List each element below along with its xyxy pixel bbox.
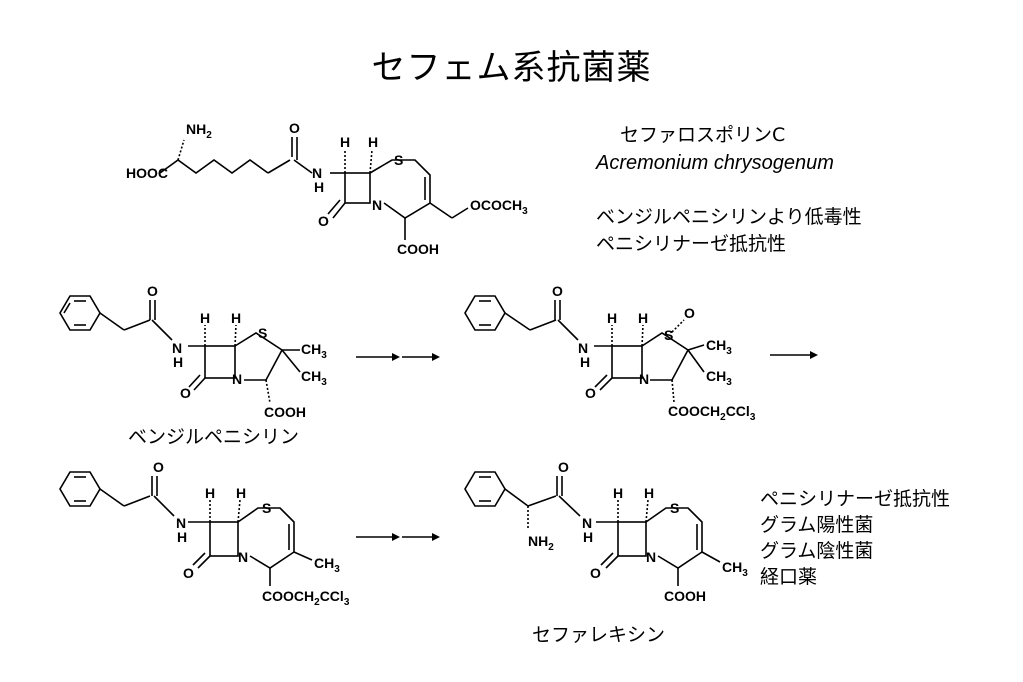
amide-h-label: H [314, 179, 324, 195]
carbonyl-o-label: O [153, 459, 164, 475]
stereo-h-label: H [638, 310, 648, 326]
stereo-h-label: H [644, 485, 654, 501]
nh-label: N [172, 340, 182, 356]
nh-label: N [312, 165, 322, 181]
cefalexin-prop-gram-negative: グラム陰性菌 [760, 540, 874, 562]
cefalexin-prop-gram-positive: グラム陽性菌 [760, 514, 874, 536]
cooch2ccl3-label: COOCH2CCl3 [262, 588, 350, 608]
amide-h-label: H [580, 354, 590, 370]
amide-h-label: H [177, 529, 187, 545]
cefalexin-name: セファレキシン [532, 624, 666, 646]
sulfur-label: S [258, 325, 267, 341]
ch3-label: CH3 [301, 368, 327, 388]
ring-n-label: N [372, 197, 382, 213]
cephalosporin-c-name: セファロスポリンC [620, 124, 786, 146]
ring-n-label: N [639, 371, 649, 387]
cooh-label: COOH [264, 404, 306, 420]
cooh-label: COOH [397, 241, 439, 257]
organism-name: Acremonium chrysogenum [596, 152, 834, 174]
beta-lactam-o-label: O [183, 565, 194, 581]
stereo-h-label: H [231, 310, 241, 326]
ch3-label: CH3 [301, 341, 327, 361]
stereo-h-label: H [200, 310, 210, 326]
cefalexin-prop-penicillinase: ペニシリナーゼ抵抗性 [760, 488, 951, 510]
sulfur-label: S [670, 500, 679, 516]
benzylpenicillin-name: ベンジルペニシリン [128, 426, 300, 448]
nh-label: N [176, 515, 186, 531]
cooh-label: COOH [664, 588, 706, 604]
carbonyl-o-label: O [558, 459, 569, 475]
benzylpenicillin-structure: O N H H H S N O CH3 CH3 COOH [59, 283, 327, 420]
stereo-h-label: H [368, 134, 378, 150]
cooch2ccl3-label: COOCH2CCl3 [668, 403, 756, 423]
stereo-h-label: H [613, 485, 623, 501]
amide-h-label: H [173, 354, 183, 370]
stereo-h-label: H [236, 485, 246, 501]
nh2-label: NH2 [528, 533, 554, 553]
cephalosporin-c-structure: HOOC NH2 O N H H H S N O COOH OCOCH3 [126, 120, 528, 257]
cephem-ester-structure: O N H H H S N O CH3 COOCH2CCl3 [59, 459, 350, 608]
penicillin-sulfoxide-ester-structure: O N H H H S O N O CH3 CH3 COOCH2CCl3 [464, 283, 756, 423]
hooc-label: HOOC [126, 165, 168, 181]
cephalosporin-c-note-resistance: ペニシリナーゼ抵抗性 [596, 233, 787, 255]
amide-h-label: H [583, 529, 593, 545]
carbonyl-o-label: O [552, 283, 563, 299]
slide-title: セフェム系抗菌薬 [371, 48, 652, 88]
ch3-label: CH3 [706, 368, 732, 388]
reaction-arrows [356, 351, 818, 541]
ococh3-label: OCOCH3 [470, 197, 528, 217]
carbonyl-o-label: O [147, 283, 158, 299]
stereo-h-label: H [607, 310, 617, 326]
nh-label: N [582, 515, 592, 531]
ch3-label: CH3 [706, 337, 732, 357]
beta-lactam-o-label: O [318, 213, 329, 229]
stereo-h-label: H [340, 134, 350, 150]
ch3-label: CH3 [314, 555, 340, 575]
beta-lactam-o-label: O [585, 385, 596, 401]
beta-lactam-o-label: O [590, 565, 601, 581]
ch3-label: CH3 [722, 559, 748, 579]
cefalexin-prop-oral: 経口薬 [760, 566, 818, 588]
cefalexin-structure: NH2 O N H H H S N O CH3 COOH [464, 459, 748, 604]
nh2-label: NH2 [186, 121, 212, 141]
sulfur-label: S [262, 500, 271, 516]
sulfur-label: S [394, 152, 403, 168]
ring-n-label: N [646, 549, 656, 565]
beta-lactam-o-label: O [180, 385, 191, 401]
sulfur-label: S [664, 327, 673, 343]
nh-label: N [578, 340, 588, 356]
stereo-h-label: H [205, 485, 215, 501]
ring-n-label: N [232, 371, 242, 387]
ring-n-label: N [238, 549, 248, 565]
cephalosporin-c-note-toxicity: ベンジルペニシリンより低毒性 [596, 206, 862, 228]
sulfoxide-o-label: O [684, 305, 695, 321]
carbonyl-o-label: O [289, 120, 300, 136]
